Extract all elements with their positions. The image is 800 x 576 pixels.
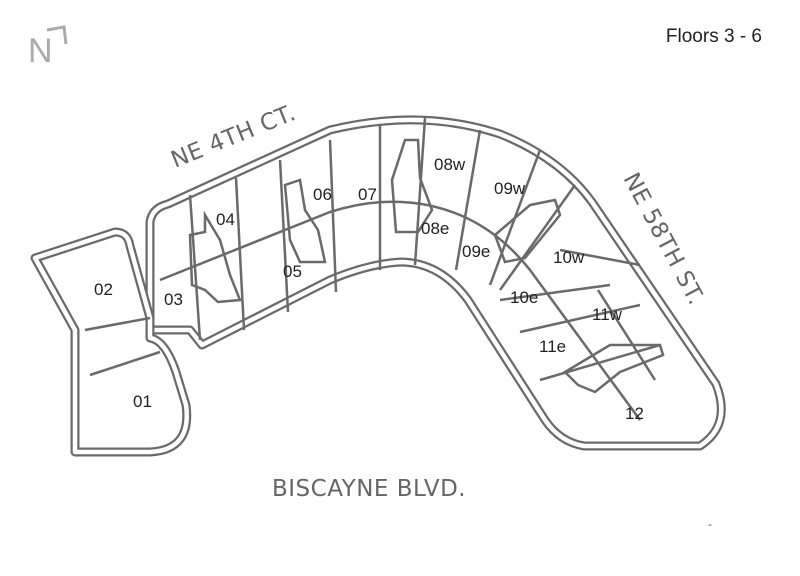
unit-03[interactable]: 03: [164, 290, 183, 309]
unit-01[interactable]: 01: [133, 392, 152, 411]
unit-04[interactable]: 04: [216, 210, 235, 229]
unit-09e[interactable]: 09e: [462, 242, 490, 261]
unit-11e[interactable]: 11e: [539, 337, 566, 356]
footer-mark: -: [708, 517, 712, 531]
street-ne-58th-st: NE 58TH ST.: [618, 169, 709, 310]
unit-11w[interactable]: 11w: [592, 305, 623, 324]
unit-06[interactable]: 06: [313, 185, 332, 204]
unit-labels: 01 02 03 04 05 06 07 08w 08e 09w 09e 10w…: [94, 155, 644, 423]
unit-08e[interactable]: 08e: [421, 219, 449, 238]
unit-02[interactable]: 02: [94, 280, 113, 299]
north-arrow-icon: N: [28, 25, 68, 70]
svg-text:N: N: [28, 32, 53, 70]
street-biscayne-blvd: BISCAYNE BLVD.: [272, 476, 466, 502]
unit-09w[interactable]: 09w: [494, 179, 526, 198]
unit-12[interactable]: 12: [625, 404, 644, 423]
unit-08w[interactable]: 08w: [434, 155, 466, 174]
unit-10e[interactable]: 10e: [510, 288, 538, 307]
building-outline: [30, 115, 726, 457]
unit-10w[interactable]: 10w: [553, 248, 585, 267]
floor-range-title: Floors 3 - 6: [665, 26, 762, 47]
unit-05[interactable]: 05: [283, 262, 302, 281]
unit-07[interactable]: 07: [358, 185, 377, 204]
unit-partitions: [84, 117, 665, 394]
